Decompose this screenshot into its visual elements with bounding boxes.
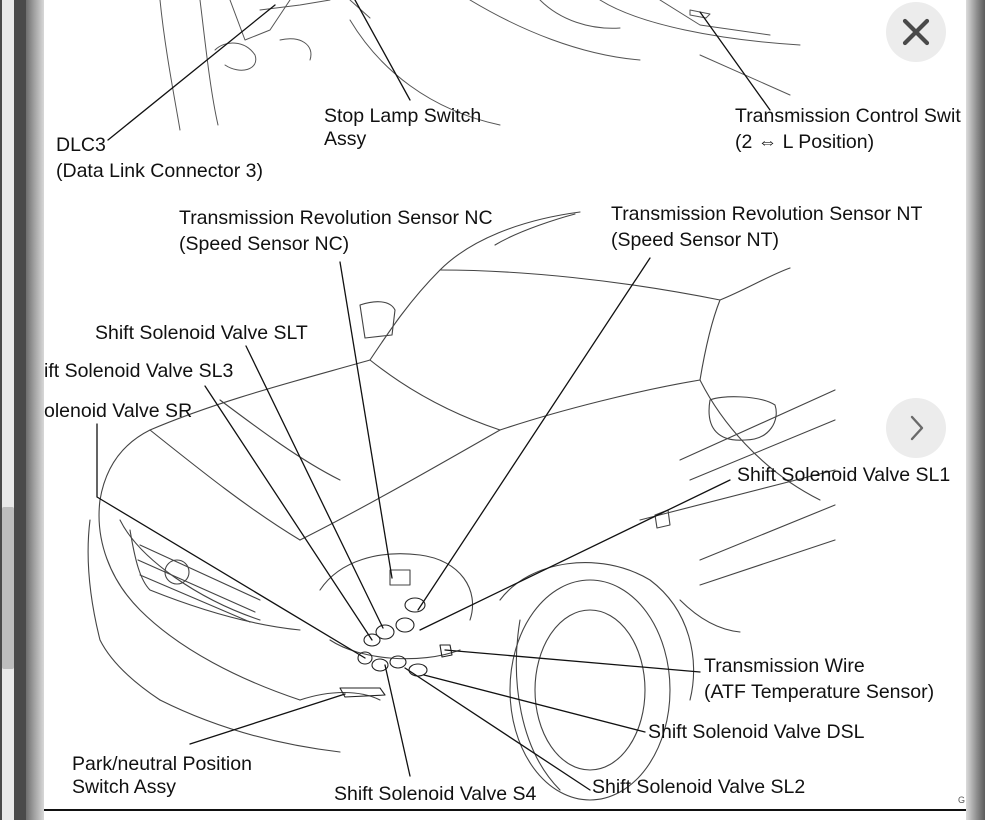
viewer-left-edge — [26, 0, 44, 820]
label-park-neutral-switch: Park/neutral Position — [72, 753, 252, 775]
image-viewer — [44, 0, 966, 820]
label-park-neutral-switch-assy: Switch Assy — [72, 776, 177, 798]
leader-lines — [96, 0, 771, 791]
label-solenoid-sl1: Shift Solenoid Valve SL1 — [737, 464, 951, 486]
label-revolution-sensor-nc: Transmission Revolution Sensor NC — [179, 207, 493, 229]
label-solenoid-sl3: ift Solenoid Valve SL3 — [44, 360, 234, 382]
label-solenoid-slt: Shift Solenoid Valve SLT — [95, 322, 308, 344]
dashboard-illustration — [159, 0, 801, 131]
left-scrollbar-thumb[interactable] — [2, 507, 14, 669]
label-solenoid-sl2: Shift Solenoid Valve SL2 — [592, 776, 806, 798]
viewer-bottom-rule — [44, 809, 966, 811]
label-solenoid-sr: olenoid Valve SR — [44, 400, 193, 422]
figure-code: G — [958, 795, 966, 805]
label-solenoid-dsl: Shift Solenoid Valve DSL — [648, 721, 865, 743]
label-revolution-sensor-nt: Transmission Revolution Sensor NT — [611, 203, 923, 225]
label-stop-lamp-switch-assy: Assy — [324, 128, 367, 150]
label-transmission-control-switch: Transmission Control Swit — [735, 105, 961, 127]
label-solenoid-s4: Shift Solenoid Valve S4 — [334, 783, 537, 805]
label-speed-sensor-nt: (Speed Sensor NT) — [611, 229, 779, 251]
label-dlc3-desc: (Data Link Connector 3) — [56, 160, 264, 182]
car-illustration — [87, 211, 836, 801]
close-icon — [902, 18, 930, 46]
viewer-right-edge — [966, 0, 985, 820]
label-transmission-control-switch-position: (2 ⇔ L Position) — [735, 131, 875, 153]
label-transmission-wire: Transmission Wire — [704, 655, 865, 677]
label-atf-temperature-sensor: (ATF Temperature Sensor) — [704, 681, 935, 703]
close-button[interactable] — [886, 2, 946, 62]
transmission-components — [339, 597, 453, 698]
next-image-button[interactable] — [886, 398, 946, 458]
label-stop-lamp-switch: Stop Lamp Switch — [324, 105, 482, 127]
label-speed-sensor-nc: (Speed Sensor NC) — [179, 233, 350, 255]
chevron-right-icon — [910, 415, 924, 441]
label-dlc3: DLC3 — [56, 134, 106, 156]
